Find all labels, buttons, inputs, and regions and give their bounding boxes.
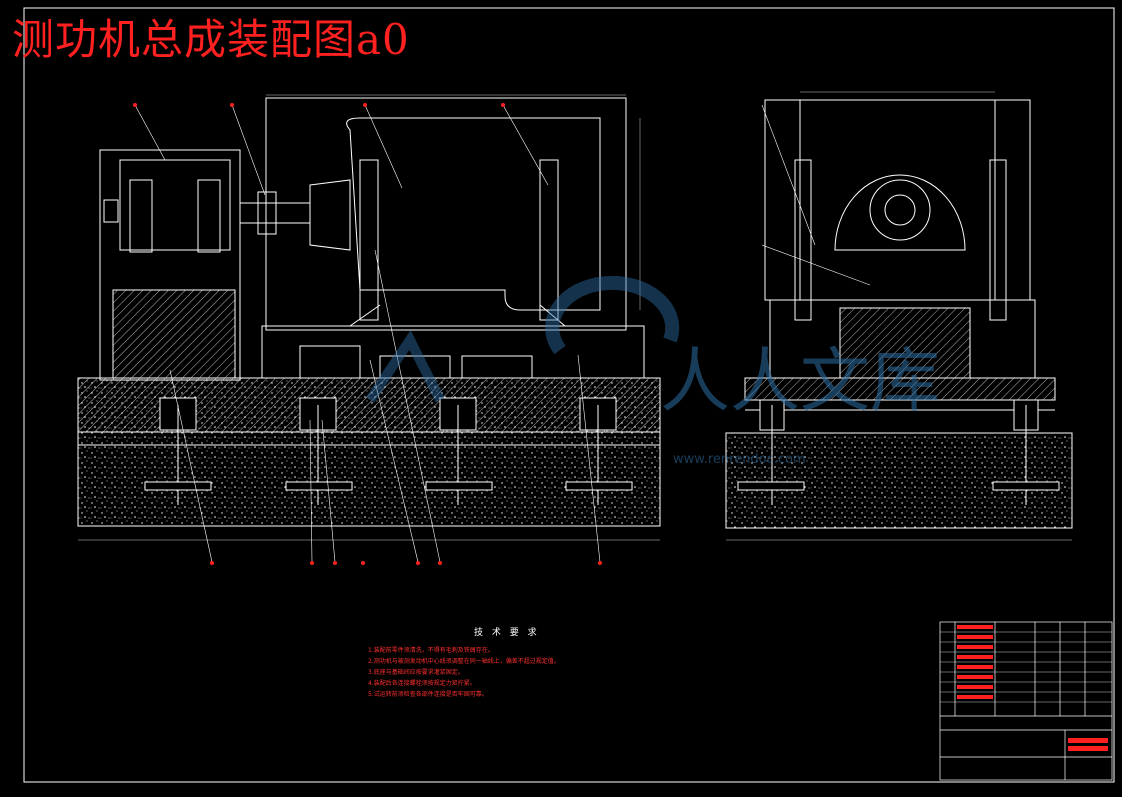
drawing-title: 测功机总成装配图a0	[12, 15, 410, 64]
dynamometer-housing	[834, 174, 966, 251]
front-view	[77, 94, 661, 565]
engine-body	[99, 149, 241, 381]
watermark-logo	[545, 275, 680, 355]
bed-frame	[261, 325, 645, 379]
technical-requirements-heading: 技 术 要 求	[474, 628, 540, 638]
requirement-item: 4.装配后各连接螺栓须按规定力矩拧紧。	[368, 680, 476, 687]
requirement-item: 5.试运转前须检查各部件连接是否牢固可靠。	[368, 691, 488, 698]
foundation-right	[725, 432, 1073, 529]
drive-shaft	[239, 202, 311, 224]
technical-requirements-list: 1.装配前零件须清洗，不得有毛刺及铁屑存在。 2.测功机与被测发动机中心线须调整…	[368, 645, 560, 700]
watermark-url: www.renrendoc.com	[673, 452, 806, 467]
watermark-text: 人人文库	[660, 340, 940, 422]
title-block	[939, 621, 1113, 781]
foundation-bolts-front	[144, 397, 633, 505]
drawing-border	[23, 7, 1115, 783]
requirement-item: 1.装配前零件须清洗，不得有毛刺及铁屑存在。	[368, 647, 494, 654]
side-view	[725, 91, 1073, 541]
requirement-item: 3.底座与基础间应按要求灌浆固定。	[368, 669, 464, 676]
requirement-item: 2.测功机与被测发动机中心线须调整在同一轴线上，偏差不超过规定值。	[368, 658, 560, 665]
dynamometer-frame	[346, 117, 601, 311]
